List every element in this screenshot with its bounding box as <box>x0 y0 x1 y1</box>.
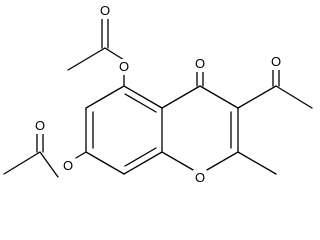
bond-c7-o-ester <box>75 151 87 159</box>
bond-ester5-methyl <box>67 47 106 71</box>
bond-c4-c4a <box>161 85 201 109</box>
bond-c8a-c8 <box>123 151 163 175</box>
bond-c8-c7 <box>85 151 125 175</box>
bond-c6-c5 <box>85 85 125 109</box>
ring-oxygen-label: O <box>195 170 205 185</box>
bond-c8-c8a-inner <box>124 147 157 167</box>
bond-c3-c4 <box>199 85 239 109</box>
bond-c2-methyl <box>237 151 277 175</box>
bond-c5-c4a <box>123 85 163 109</box>
ester7-carbonyl-oxygen-label: O <box>35 118 45 133</box>
molecule-drawing: O O O O O O O <box>3 3 313 186</box>
ester7-oxygen-bg <box>61 158 75 174</box>
keto-oxygen-label: O <box>195 56 205 71</box>
bond-acetyl-methyl <box>275 85 313 109</box>
acetyl-oxygen-bg <box>269 54 283 70</box>
ring-oxygen-bg <box>193 170 207 186</box>
bond-c5-c4a-inner <box>124 93 157 113</box>
bond-o-ester7-carbonyl <box>39 151 59 178</box>
structure-diagram: O O O O O O O <box>3 3 313 186</box>
ester7-carbonyl-oxygen-bg <box>33 118 47 134</box>
ester5-oxygen-bg <box>117 59 131 75</box>
bond-o-ester-carbonyl <box>104 47 125 61</box>
bond-c3-acetyl <box>237 85 277 109</box>
ester5-carbonyl-oxygen-bg <box>98 3 112 19</box>
bond-ester7-methyl <box>3 151 41 175</box>
ester7-oxygen-label: O <box>63 158 73 173</box>
ester5-oxygen-label: O <box>119 59 129 74</box>
keto-oxygen-bg <box>193 56 207 72</box>
acetyl-oxygen-label: O <box>271 54 281 69</box>
ester5-carbonyl-oxygen-label: O <box>100 3 110 18</box>
